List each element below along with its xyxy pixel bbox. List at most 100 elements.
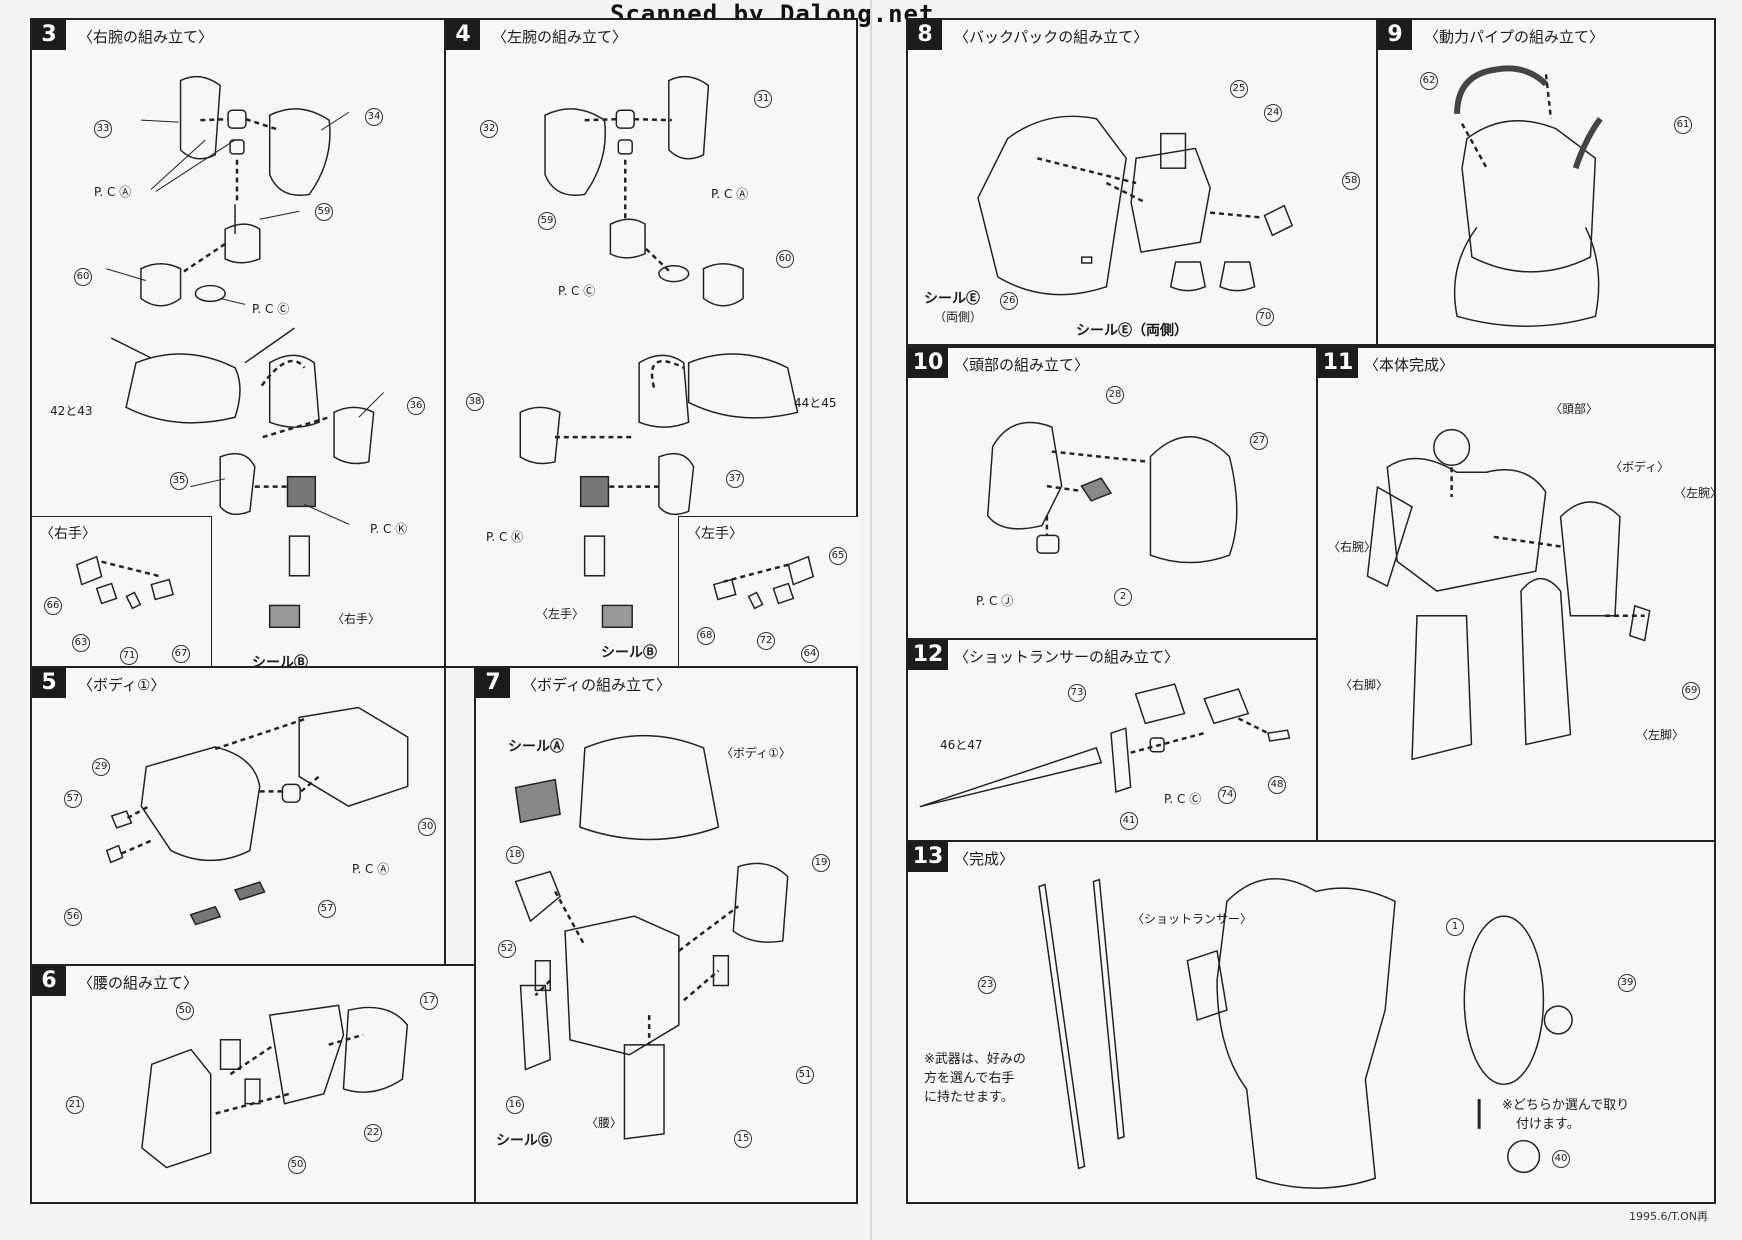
step-number: 11 [1318, 348, 1358, 378]
pc-k-label: P. C Ⓚ [370, 522, 408, 536]
part-61: 61 [1674, 116, 1692, 134]
right-hand-subpanel: 〈右手〉 66 63 71 67 [32, 516, 212, 668]
step-9-panel: 9 〈動力パイプの組み立て〉 62 61 [1376, 18, 1716, 346]
subpanel-title: 〈左手〉 [687, 526, 743, 542]
subpanel-title: 〈右手〉 [40, 526, 96, 542]
seal-a-label: シールⒶ [508, 739, 564, 755]
step-title: 〈腰の組み立て〉 [78, 974, 199, 992]
part-60: 60 [74, 268, 92, 286]
choose-note-line: 付けます。 [1516, 1117, 1580, 1132]
part-64: 64 [801, 645, 819, 663]
waist-diagram [141, 1004, 409, 1169]
part-41: 41 [1120, 812, 1138, 830]
part-15: 15 [734, 1130, 752, 1148]
part-63: 63 [72, 634, 90, 652]
part-56: 56 [64, 908, 82, 926]
weapon-note-line: ※武器は、好みの [924, 1052, 1026, 1067]
step-6-panel: 6 〈腰の組み立て〉 50 17 21 22 50 [30, 964, 476, 1204]
step-title: 〈バックパックの組み立て〉 [954, 28, 1149, 46]
part-73: 73 [1068, 684, 1086, 702]
part-57: 57 [64, 790, 82, 808]
pc-a-label: P. C Ⓐ [711, 187, 749, 201]
step-number: 9 [1378, 20, 1412, 50]
pc-j-label: P. C Ⓙ [976, 594, 1014, 608]
part-33: 33 [94, 120, 112, 138]
part-72: 72 [757, 632, 775, 650]
part-1: 1 [1446, 918, 1464, 936]
part-17: 17 [420, 992, 438, 1010]
part-36: 36 [407, 397, 425, 415]
shot-lancer-diagram [919, 683, 1291, 808]
part-50b: 50 [288, 1156, 306, 1174]
part-21: 21 [66, 1096, 84, 1114]
pc-a-label: P. C Ⓐ [352, 862, 390, 876]
head-diagram [986, 421, 1238, 564]
body-label: 〈ボディ〉 [1610, 460, 1670, 474]
part-31: 31 [754, 90, 772, 108]
part-18: 18 [506, 846, 524, 864]
part-40: 40 [1552, 1150, 1570, 1168]
pc-k-label: P. C Ⓚ [486, 530, 524, 544]
part-58: 58 [1342, 172, 1360, 190]
part-68: 68 [697, 627, 715, 645]
right-hand-label: 〈右手〉 [332, 612, 381, 626]
choose-note: ※どちらか選んで取り 付けます。 [1502, 1096, 1629, 1134]
part-70: 70 [1256, 308, 1274, 326]
left-arm-label: 〈左腕〉 [1674, 486, 1723, 500]
complete-diagram [1038, 878, 1573, 1189]
part-48: 48 [1268, 776, 1286, 794]
choose-note-line: ※どちらか選んで取り [1502, 1098, 1630, 1113]
part-19: 19 [812, 854, 830, 872]
part-35: 35 [170, 472, 188, 490]
right-arm-label: 〈右腕〉 [1328, 540, 1377, 554]
weapon-note-line: 方を選んで右手 [924, 1071, 1015, 1086]
pc-a-label: P. C Ⓐ [94, 185, 132, 199]
step-11-panel: 11 〈本体完成〉 〈頭部〉 〈ボディ〉 〈左腕〉 〈右腕〉 〈右脚〉 69 〈… [1316, 346, 1722, 842]
part-59: 59 [538, 212, 556, 230]
part-71: 71 [120, 647, 138, 665]
left-hand-diagram [712, 555, 815, 610]
left-leg-label: 〈左脚〉 [1636, 728, 1685, 742]
step-10-panel: 10 〈頭部の組み立て〉 28 27 P. C Ⓙ 2 [906, 346, 1318, 640]
part-62: 62 [1420, 72, 1438, 90]
step-title: 〈ボディ①〉 [78, 676, 166, 694]
body-1-diagram [105, 706, 409, 926]
step-title: 〈ボディの組み立て〉 [522, 676, 671, 694]
step-12-panel: 12 〈ショットランサーの組み立て〉 73 46と47 P. C Ⓒ 74 48… [906, 638, 1318, 842]
part-24: 24 [1264, 104, 1282, 122]
pc-c-label: P. C Ⓒ [558, 284, 596, 298]
step-number: 5 [32, 668, 66, 698]
weapon-note-line: に持たせます。 [924, 1090, 1014, 1105]
step-8-panel: 8 〈バックパックの組み立て〉 25 24 58 シールⒺ （両側） 26 シー… [906, 18, 1378, 346]
both-sides-label: （両側） [934, 310, 983, 324]
part-16: 16 [506, 1096, 524, 1114]
left-hand-subpanel: 〈左手〉 65 68 72 64 [678, 516, 858, 668]
seal-e-both-label: シールⒺ（両側） [1076, 323, 1188, 339]
part-22: 22 [364, 1124, 382, 1142]
part-65: 65 [829, 547, 847, 565]
step-title: 〈完成〉 [954, 850, 1015, 868]
step-number: 7 [476, 668, 510, 698]
step-5-panel: 5 〈ボディ①〉 29 57 30 P. C Ⓐ 56 57 [30, 666, 446, 966]
step-13-panel: 13 〈完成〉 〈ショットランサー〉 23 ※武器は、好みの 方を選んで右手 に… [906, 840, 1716, 1204]
step-number: 13 [908, 842, 948, 872]
right-leg-label: 〈右脚〉 [1340, 678, 1389, 692]
part-46-47: 46と47 [940, 738, 983, 752]
part-27: 27 [1250, 432, 1268, 450]
part-39: 39 [1618, 974, 1636, 992]
step-number: 12 [908, 640, 948, 670]
part-32: 32 [480, 120, 498, 138]
step-title: 〈本体完成〉 [1364, 356, 1455, 374]
part-23: 23 [978, 976, 996, 994]
part-57b: 57 [318, 900, 336, 918]
step-number: 4 [446, 20, 480, 50]
part-74: 74 [1218, 786, 1236, 804]
seal-b-label: シールⒷ [601, 645, 657, 661]
part-30: 30 [418, 818, 436, 836]
part-67: 67 [172, 645, 190, 663]
step-title: 〈動力パイプの組み立て〉 [1424, 28, 1605, 46]
part-29: 29 [92, 758, 110, 776]
part-2: 2 [1114, 588, 1132, 606]
step-3-panel: 3 〈右腕の組み立て〉 [30, 18, 446, 671]
